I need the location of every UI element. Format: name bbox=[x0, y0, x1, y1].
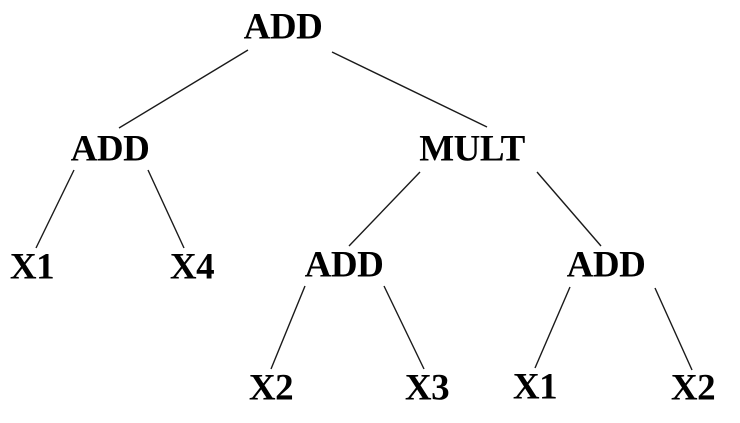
tree-node-add-right: ADD bbox=[566, 244, 646, 286]
tree-edge-add-mid-to-x2-mid bbox=[270, 285, 306, 370]
tree-node-mult: MULT bbox=[419, 128, 525, 170]
tree-edge-mult-to-add-right bbox=[536, 171, 602, 247]
tree-edge-add-mid-to-x3-mid bbox=[383, 285, 425, 370]
tree-edge-add-left-to-x4-left bbox=[147, 169, 185, 249]
tree-edge-add-right-to-x1-right bbox=[534, 286, 571, 369]
tree-edge-add-root-to-add-left bbox=[118, 49, 249, 129]
tree-node-x3-mid: X3 bbox=[404, 367, 450, 409]
tree-edge-mult-to-add-mid bbox=[348, 171, 421, 247]
tree-node-x2-mid: X2 bbox=[248, 367, 294, 409]
tree-node-add-mid: ADD bbox=[304, 244, 384, 286]
tree-node-x4-left: X4 bbox=[169, 246, 215, 288]
tree-edge-add-right-to-x2-right bbox=[654, 287, 693, 371]
tree-node-add-root: ADD bbox=[243, 6, 323, 48]
tree-edge-add-root-to-mult bbox=[331, 51, 488, 128]
tree-node-x2-right: X2 bbox=[670, 367, 716, 409]
tree-edge-add-left-to-x1-left bbox=[35, 169, 75, 249]
tree-node-add-left: ADD bbox=[70, 128, 150, 170]
tree-node-x1-left: X1 bbox=[9, 246, 55, 288]
tree-node-x1-right: X1 bbox=[512, 366, 558, 408]
